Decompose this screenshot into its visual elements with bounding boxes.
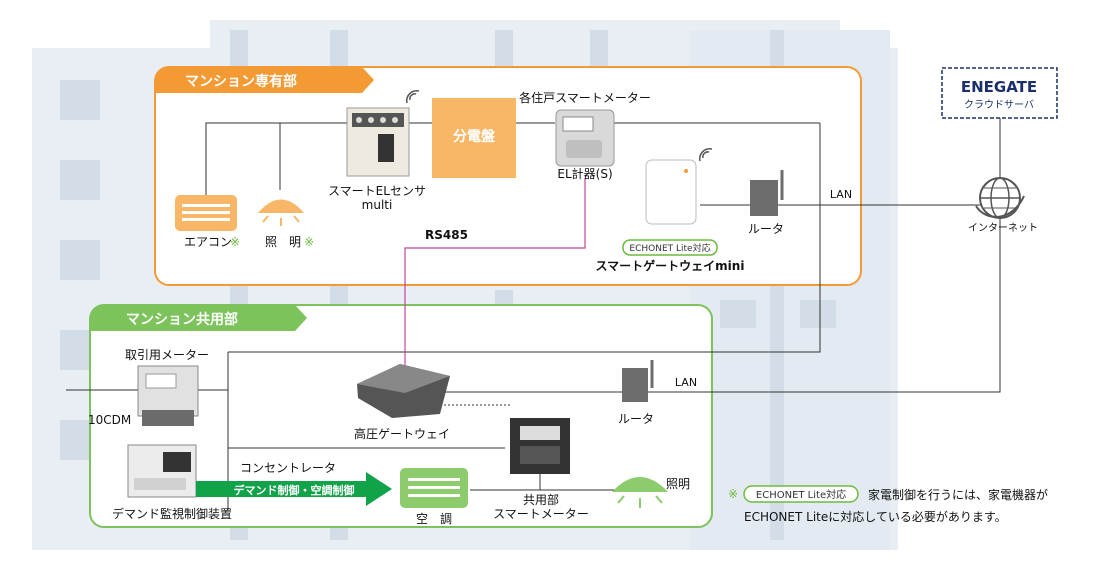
common-aircon-label: 空 調 — [416, 512, 452, 526]
common-aircon-icon — [400, 468, 468, 508]
globe-icon — [975, 177, 1025, 219]
common-router-label: ルータ — [618, 412, 654, 426]
smart-gateway-label: スマートゲートウェイmini — [596, 258, 745, 273]
el-sensor-label-1: スマートELセンサ — [328, 184, 426, 198]
smart-meter-label: EL計器(S) — [557, 166, 612, 181]
aircon-label: エアコン — [184, 235, 232, 249]
demand-device-label: デマンド監視制御装置 — [112, 506, 232, 521]
aircon-mark: ※ — [230, 235, 240, 249]
rs485-label: RS485 — [425, 228, 468, 242]
lan-label: LAN — [830, 188, 852, 201]
common-lan-label: LAN — [675, 376, 697, 389]
note-badge-text: ECHONET Lite対応 — [756, 488, 846, 501]
private-section-title: マンション専有部 — [185, 73, 297, 90]
light-icon — [258, 199, 304, 226]
shared-meter-label-1: 共用部 — [523, 492, 559, 507]
cloud-label: クラウドサーバ — [964, 99, 1034, 111]
hv-gateway-label: 高圧ゲートウェイ — [354, 426, 450, 441]
echonet-badge-text: ECHONET Lite対応 — [629, 242, 710, 254]
el-sensor-device — [346, 107, 410, 177]
note-text-1: 家電制御を行うには、家電機器が — [868, 487, 1048, 502]
common-section-title: マンション共用部 — [126, 311, 238, 328]
trade-meter-device — [137, 365, 199, 426]
control-arrow-label: デマンド制御・空調制御 — [234, 483, 355, 497]
hv-gateway-device — [357, 364, 450, 418]
smart-gateway-device — [645, 159, 697, 225]
router-label: ルータ — [748, 222, 784, 236]
internet-label: インターネット — [968, 222, 1038, 234]
cdm-label: 10CDM — [88, 413, 131, 427]
wifi-icon — [405, 89, 420, 104]
smart-meter-device — [555, 109, 615, 167]
control-arrow — [196, 472, 392, 506]
lighting-label: 照 明 — [265, 235, 301, 249]
lighting-mark: ※ — [304, 235, 314, 249]
wifi-icon — [698, 147, 713, 162]
cloud-server-box: ENEGATE クラウドサーバ — [941, 67, 1058, 119]
router-icon — [750, 170, 784, 216]
shared-meter-label-2: スマートメーター — [493, 507, 589, 521]
echonet-badge — [622, 239, 718, 256]
note-text-2: ECHONET Liteに対応している必要があります。 — [744, 509, 1007, 524]
cloud-brand: ENEGATE — [961, 78, 1037, 96]
router-icon — [622, 360, 654, 402]
smart-meter-top-label: 各住戸スマートメーター — [519, 90, 651, 105]
note-badge — [743, 485, 859, 503]
distribution-panel-label: 分電盤 — [453, 128, 496, 145]
demand-device — [127, 444, 197, 498]
el-sensor-label-2: multi — [362, 198, 393, 212]
distribution-panel — [432, 98, 516, 178]
trade-meter-label: 取引用メーター — [125, 348, 209, 362]
aircon-icon — [175, 195, 237, 231]
note-mark: ※ — [728, 487, 738, 501]
concentrator-label: コンセントレータ — [240, 461, 336, 475]
rs485-line — [404, 178, 586, 372]
shared-meter-device — [510, 418, 570, 474]
common-lighting-label: 照明 — [666, 477, 690, 491]
common-light-icon — [612, 477, 668, 508]
